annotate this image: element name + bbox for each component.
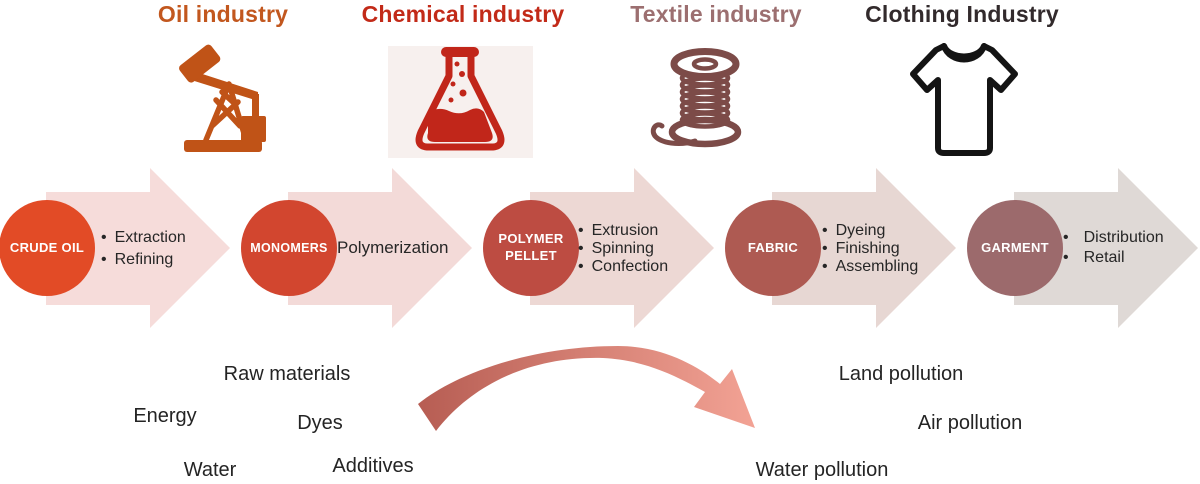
steps-list-garment: Distribution Retail — [1063, 228, 1164, 268]
step-item: Retail — [1063, 248, 1164, 268]
input-energy: Energy — [133, 405, 197, 427]
stage-circle-monomers: MONOMERS — [241, 200, 337, 296]
stage-circle-crude-oil: CRUDE OIL — [0, 200, 95, 296]
step-item: Spinning — [578, 240, 668, 258]
output-air-pollution: Air pollution — [917, 412, 1023, 434]
thread-spool-icon — [645, 42, 757, 165]
stage-circle-polymer-pellet: POLYMER PELLET — [483, 200, 579, 296]
industry-label-chemical: Chemical industry — [361, 1, 565, 27]
input-water: Water — [183, 459, 237, 481]
stage-circle-garment: GARMENT — [967, 200, 1063, 296]
steps-list-crude-oil: Extraction Refining — [101, 227, 186, 271]
step-item: Finishing — [822, 240, 918, 258]
step-item: Extrusion — [578, 222, 668, 240]
stage-circle-label: GARMENT — [981, 239, 1049, 255]
stage-circle-label: POLYMER PELLET — [498, 231, 564, 263]
output-land-pollution: Land pollution — [838, 363, 964, 385]
industry-label-textile: Textile industry — [630, 1, 802, 27]
input-additives: Additives — [332, 455, 414, 477]
steps-list-polymer-pellet: Extrusion Spinning Confection — [578, 222, 669, 276]
step-item: Confection — [578, 258, 669, 276]
output-water-pollution: Water pollution — [755, 459, 889, 481]
stage-circle-label: FABRIC — [747, 239, 799, 255]
chemical-flask-icon — [405, 46, 515, 163]
stage-circle-fabric: FABRIC — [725, 200, 821, 296]
industry-label-oil: Oil industry — [157, 1, 289, 27]
industry-label-clothing: Clothing Industry — [865, 1, 1059, 27]
stage-circle-label: MONOMERS — [250, 240, 328, 255]
step-item: Refining — [101, 249, 186, 271]
step-item: Distribution — [1063, 228, 1164, 248]
input-raw-materials: Raw materials — [223, 363, 351, 385]
steps-list-fabric: Dyeing Finishing Assembling — [822, 222, 919, 276]
step-item: Extraction — [101, 227, 186, 249]
stage-circle-label: CRUDE OIL — [9, 239, 85, 255]
pollution-flow-arrow — [418, 346, 755, 431]
t-shirt-icon — [908, 40, 1020, 165]
step-polymerization: Polymerization — [337, 238, 449, 257]
oil-pump-icon — [178, 40, 268, 159]
input-dyes: Dyes — [297, 412, 343, 434]
step-item: Dyeing — [822, 222, 918, 240]
step-item: Assembling — [822, 258, 919, 276]
